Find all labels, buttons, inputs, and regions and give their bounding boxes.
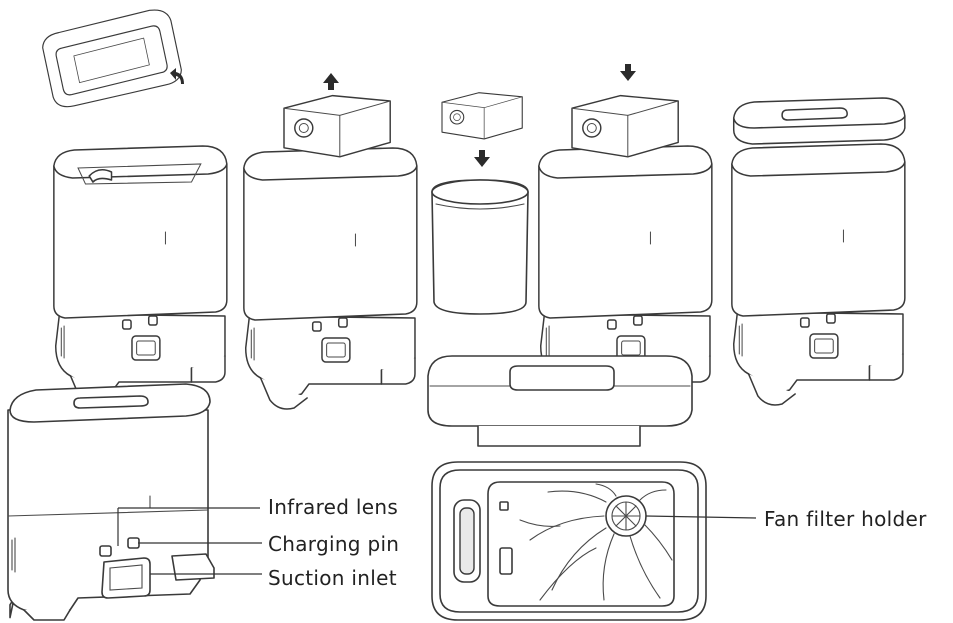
step-3-dispose-bag [431,92,529,315]
suction-inlet [101,557,151,599]
label-fan-filter-holder: Fan filter holder [764,507,927,531]
station-labeled-view: Infrared lens Charging pin Suction inlet [7,383,399,621]
label-charging-pin: Charging pin [268,532,399,556]
charging-pin [127,537,140,549]
label-suction-inlet: Suction inlet [268,566,397,590]
step-5-close-lid [731,97,906,406]
label-infrared-lens: Infrared lens [268,495,398,519]
infrared-lens [99,545,112,557]
container-top-view: Fan filter holder [427,355,927,621]
step-2-lift-bag [243,73,418,410]
step-1-open-lid [42,9,228,408]
